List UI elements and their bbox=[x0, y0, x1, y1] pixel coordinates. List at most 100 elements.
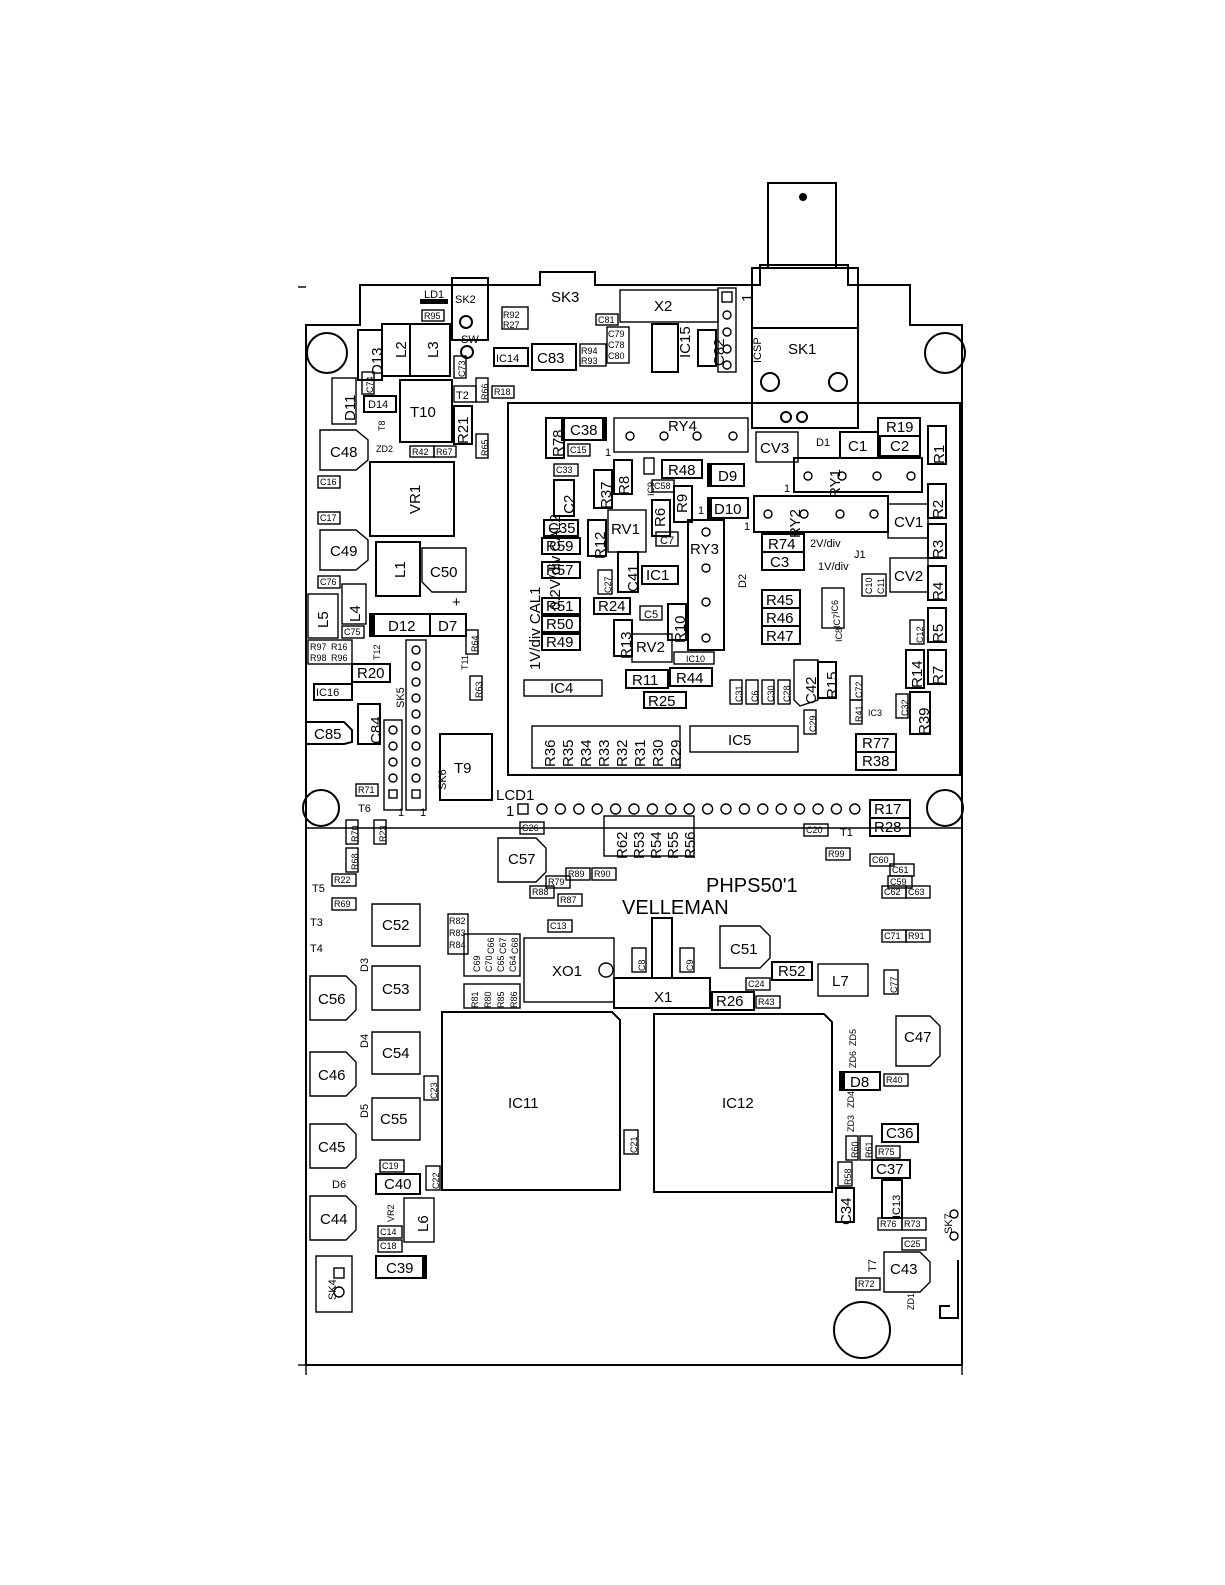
label-c63: C63 bbox=[908, 887, 925, 897]
label-r56: R56 bbox=[682, 831, 699, 859]
label-div1: 1V/div bbox=[818, 561, 849, 573]
label-ic7: IC7 bbox=[832, 614, 842, 628]
label-ic8: IC8 bbox=[834, 628, 844, 642]
label-r18: R18 bbox=[494, 387, 511, 397]
mount-hole-tr bbox=[924, 332, 966, 374]
label-rv1: RV1 bbox=[611, 521, 640, 538]
label-r83: R83 bbox=[449, 928, 466, 938]
label-r87: R87 bbox=[560, 895, 577, 905]
label-r82: R82 bbox=[449, 916, 466, 926]
shield-components: R78 C38 C15 RY4 1 CV3 D1 C1 R19 C2 R1 C3… bbox=[523, 417, 948, 771]
label-r54: R54 bbox=[648, 831, 665, 859]
label-t1: T1 bbox=[840, 827, 853, 839]
label-zd1: ZD1 bbox=[906, 1293, 916, 1310]
label-c74: C74 bbox=[365, 376, 375, 393]
label-c26: C26 bbox=[522, 823, 539, 833]
label-r95: R95 bbox=[424, 311, 441, 321]
label-r90: R90 bbox=[594, 869, 611, 879]
label-r65: R65 bbox=[480, 439, 490, 456]
label-l4: L4 bbox=[347, 605, 364, 622]
label-r2: R2 bbox=[930, 500, 947, 519]
label-c83: C83 bbox=[537, 350, 565, 367]
shield-frame bbox=[507, 402, 961, 776]
label-d14: D14 bbox=[368, 399, 388, 411]
mount-hole-br bbox=[833, 1301, 891, 1359]
label-r51: R51 bbox=[546, 598, 574, 615]
label-zd4: ZD4 bbox=[846, 1091, 856, 1108]
label-zd6: ZD6 bbox=[848, 1051, 858, 1068]
label-t10: T10 bbox=[410, 404, 436, 421]
label-r12: R12 bbox=[592, 531, 609, 559]
lcd-pins bbox=[536, 803, 861, 815]
label-c56: C56 bbox=[318, 991, 346, 1008]
label-c8: C8 bbox=[637, 959, 647, 971]
label-r98: R98 bbox=[310, 653, 327, 663]
label-r44: R44 bbox=[676, 670, 704, 687]
label-t6: T6 bbox=[358, 803, 371, 815]
label-r84: R84 bbox=[449, 940, 466, 950]
label-c40: C40 bbox=[384, 1176, 412, 1193]
lcd-pin bbox=[720, 803, 732, 815]
label-c59: C59 bbox=[890, 877, 907, 887]
label-sk6-one: 1 bbox=[420, 807, 426, 819]
label-cv3: CV3 bbox=[760, 440, 789, 457]
label-r97: R97 bbox=[310, 642, 327, 652]
label-l3: L3 bbox=[425, 341, 442, 358]
label-d10: D10 bbox=[714, 501, 742, 518]
lcd-pin bbox=[812, 803, 824, 815]
label-r16: R16 bbox=[331, 642, 348, 652]
label-r58: R58 bbox=[843, 1168, 853, 1185]
label-r69: R69 bbox=[334, 899, 351, 909]
label-c45: C45 bbox=[318, 1139, 346, 1156]
label-c73: C73 bbox=[457, 360, 467, 377]
label-r85: R85 bbox=[496, 991, 506, 1008]
label-r53: R53 bbox=[631, 831, 648, 859]
label-c23: C23 bbox=[429, 1082, 439, 1099]
label-d11: D11 bbox=[342, 395, 359, 421]
top-area: SK3 X2 1 ICSP SK2 SW LD1 R95 R92 R27 C81… bbox=[420, 277, 764, 373]
label-c79: C79 bbox=[608, 329, 625, 339]
label-c9: C9 bbox=[685, 959, 695, 971]
label-r75: R75 bbox=[878, 1147, 895, 1157]
label-d9: D9 bbox=[718, 468, 737, 485]
label-c53: C53 bbox=[382, 981, 410, 998]
label-d10-one: 1 bbox=[698, 505, 704, 517]
label-zd5: ZD5 bbox=[848, 1029, 858, 1046]
label-ic12: IC12 bbox=[722, 1095, 754, 1112]
label-l1: L1 bbox=[392, 561, 409, 578]
label-zd3: ZD3 bbox=[846, 1115, 856, 1132]
label-c20: C20 bbox=[806, 825, 823, 835]
label-r45: R45 bbox=[766, 592, 794, 609]
label-r19: R19 bbox=[886, 419, 914, 436]
lcd-pin bbox=[536, 803, 548, 815]
label-ic2: IC2 bbox=[561, 495, 578, 518]
label-r3: R3 bbox=[930, 540, 947, 559]
label-t5: T5 bbox=[312, 883, 325, 895]
label-x1: X1 bbox=[654, 989, 672, 1006]
label-c49: C49 bbox=[330, 543, 358, 560]
label-sk3: SK3 bbox=[551, 289, 579, 306]
label-c15: C15 bbox=[570, 445, 587, 455]
label-sk4: SK4 bbox=[327, 1279, 339, 1300]
label-vr2: VR2 bbox=[386, 1204, 396, 1222]
label-r43: R43 bbox=[758, 997, 775, 1007]
label-c78: C78 bbox=[608, 340, 625, 350]
label-r68: R68 bbox=[350, 853, 360, 870]
lcd-pin bbox=[646, 803, 659, 815]
label-c81: C81 bbox=[598, 315, 615, 325]
label-x2: X2 bbox=[654, 298, 672, 315]
label-r22: R22 bbox=[334, 875, 351, 885]
label-ry2: RY2 bbox=[787, 509, 804, 538]
label-r28: R28 bbox=[874, 819, 902, 836]
label-c58: C58 bbox=[654, 481, 671, 491]
label-sk7: SK7 bbox=[943, 1213, 955, 1234]
label-ld1: LD1 bbox=[424, 289, 444, 301]
label-c77: C77 bbox=[889, 976, 899, 993]
label-r71: R71 bbox=[358, 785, 375, 795]
mount-hole-tl bbox=[306, 332, 348, 374]
board-brand: VELLEMAN bbox=[622, 897, 729, 919]
label-ic1: IC1 bbox=[646, 567, 669, 584]
label-r23: R23 bbox=[378, 825, 388, 842]
label-rv2: RV2 bbox=[636, 639, 665, 656]
label-r70: R70 bbox=[350, 825, 360, 842]
